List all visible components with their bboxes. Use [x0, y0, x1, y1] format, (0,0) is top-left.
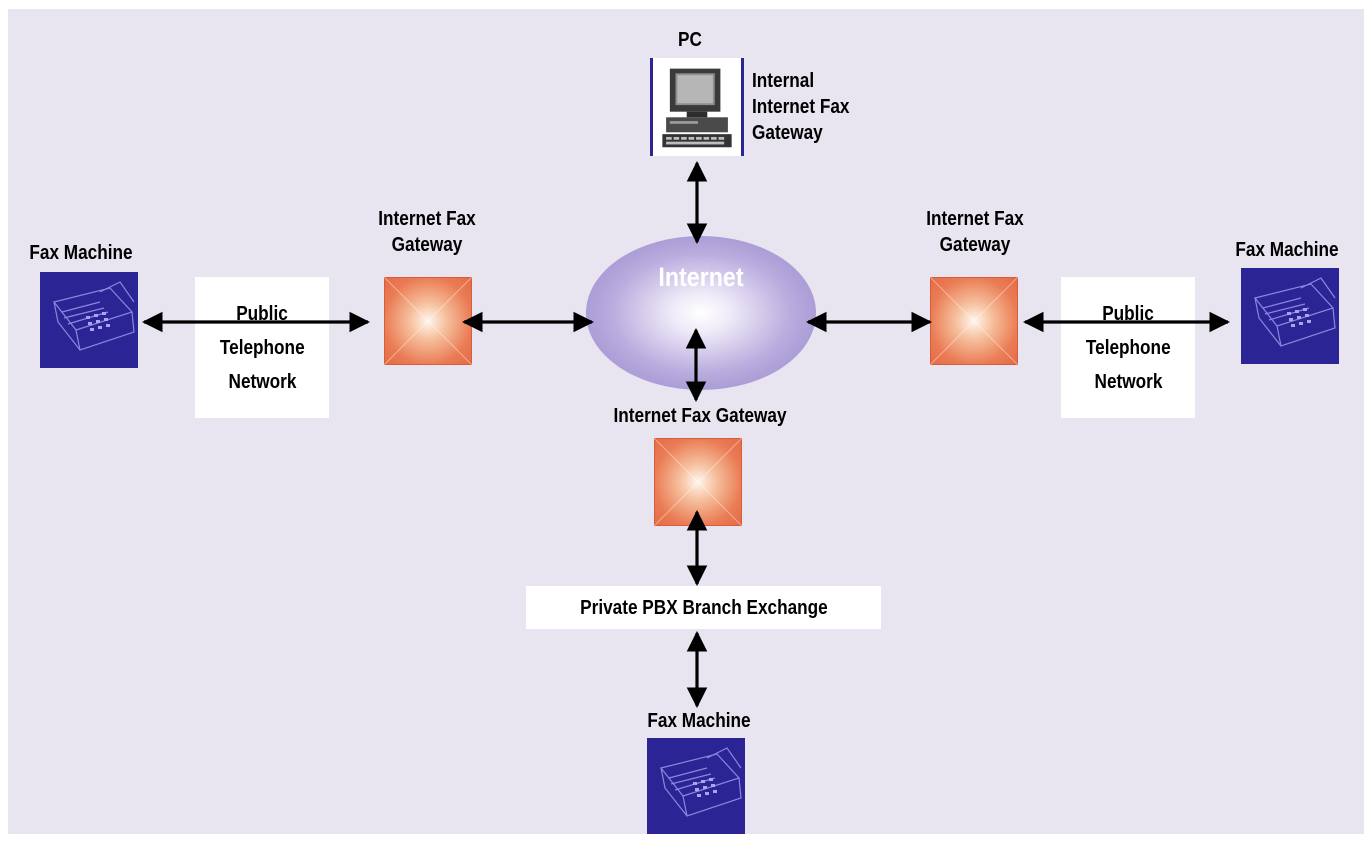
bottom-gateway-label: Internet Fax Gateway	[613, 405, 787, 427]
internet-label: Internet	[658, 262, 744, 292]
left-public-telephone-network: Public Telephone Network	[195, 277, 329, 418]
fax-machine-icon	[647, 738, 745, 834]
right-gateway-label: Internet Fax Gateway	[926, 208, 1024, 256]
bottom-fax-label: Fax Machine	[647, 710, 751, 732]
left-fax-label: Fax Machine	[29, 242, 133, 264]
computer-icon	[650, 58, 744, 156]
right-gateway-icon	[930, 277, 1018, 365]
left-gateway-icon	[384, 277, 472, 365]
fax-machine-icon	[1241, 268, 1339, 364]
private-pbx-branch-exchange: Private PBX Branch Exchange	[526, 586, 881, 629]
fax-machine-icon	[40, 272, 138, 368]
left-gateway-label: Internet Fax Gateway	[378, 208, 476, 256]
right-fax-label: Fax Machine	[1235, 239, 1339, 261]
right-public-telephone-network: Public Telephone Network	[1061, 277, 1195, 418]
pc-caption: Internal Internet Fax Gateway	[752, 70, 850, 144]
pc-title: PC	[678, 29, 702, 51]
internet-cloud-icon	[586, 236, 816, 390]
bottom-gateway-icon	[654, 438, 742, 526]
